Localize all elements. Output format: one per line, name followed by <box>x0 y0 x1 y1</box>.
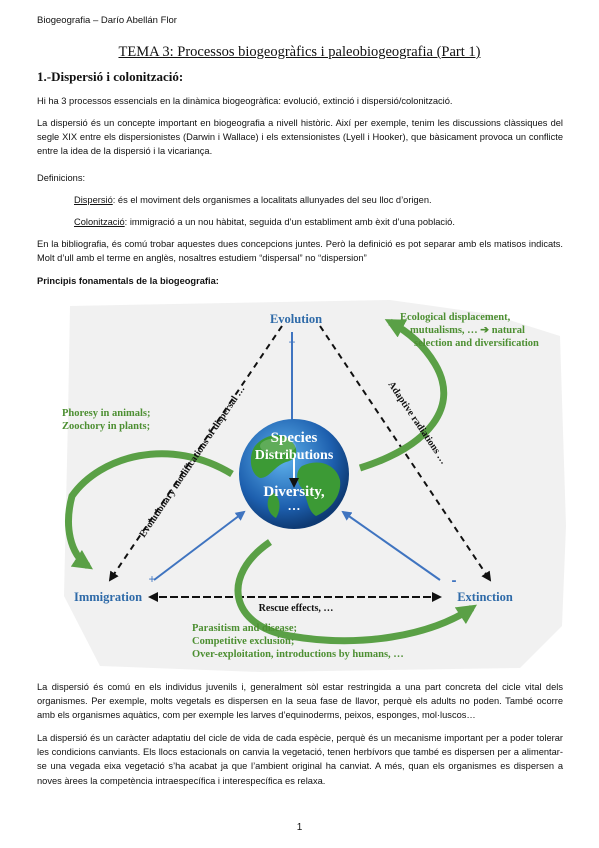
page-title: TEMA 3: Processos biogeogràfics i paleob… <box>118 44 481 60</box>
parasitism-line-3: Over-exploitation, introductions by huma… <box>192 649 404 660</box>
ecological-line-3: selection and diversification <box>414 338 539 349</box>
paragraph-juveniles: La dispersió és comú en els individus ju… <box>37 682 563 721</box>
green-arrow-parasitism <box>234 539 477 645</box>
dashed-arrow-evolution-extinction <box>319 325 492 582</box>
paragraph-bibliography: En la bibliografia, és comú trobar aques… <box>37 239 563 264</box>
paragraph-history: La dispersió és un concepte important en… <box>37 118 563 157</box>
center-diversity: Diversity, <box>263 484 324 500</box>
blue-arrow-extinction <box>341 510 441 581</box>
principles-heading: Principis fonamentals de la biogeografia… <box>37 276 219 286</box>
biogeography-diagram: Species Distributions Diversity, … Evolu… <box>62 300 566 672</box>
center-distributions: Distributions <box>255 448 334 463</box>
center-species: Species <box>271 430 318 446</box>
blue-arrow-immigration <box>153 510 246 581</box>
rescue-effects-label: Rescue effects, … <box>259 603 334 614</box>
node-evolution: Evolution <box>270 312 322 326</box>
phoresy-line-2: Zoochory in plants; <box>62 421 150 432</box>
definition-dispersal: Dispersió: és el moviment dels organisme… <box>74 193 564 207</box>
definition-term: Colonització <box>74 217 125 227</box>
definition-colonization: Colonització: immigració a un nou hàbita… <box>74 215 564 229</box>
paragraph-adaptive: La dispersió és un caràcter adaptatiu de… <box>37 733 563 786</box>
definition-text: : és el moviment dels organismes a local… <box>112 195 432 205</box>
parasitism-line-2: Competitive exclusion; <box>192 636 294 647</box>
paragraph-intro: Hi ha 3 processos essencials en la dinàm… <box>37 96 453 106</box>
page-number: 1 <box>296 822 303 833</box>
green-arrow-phoresy <box>65 450 234 570</box>
ecological-line-1: Ecological displacement, <box>400 312 511 323</box>
ecological-line-2: mutualisms, … ➔ natural <box>410 325 525 336</box>
dashed-arrow-evolution-immigration <box>108 325 283 582</box>
phoresy-line-1: Phoresy in animals; <box>62 408 150 419</box>
section-heading: 1.-Dispersió i colonització: <box>37 69 184 84</box>
plus-immigration: + <box>148 572 155 586</box>
center-dots: … <box>288 498 301 513</box>
minus-extinction: - <box>452 572 457 589</box>
definition-term: Dispersió <box>74 195 113 205</box>
node-immigration: Immigration <box>74 590 142 604</box>
parasitism-line-1: Parasitism and disease; <box>192 623 297 634</box>
definition-text: : immigració a un nou hàbitat, seguida d… <box>124 217 455 227</box>
node-extinction: Extinction <box>457 590 513 604</box>
green-arrow-ecological <box>358 318 448 472</box>
page-header: Biogeografia – Darío Abellán Flor <box>37 15 177 26</box>
definitions-label: Definicions: <box>37 173 86 183</box>
plus-evolution: + <box>288 335 295 349</box>
